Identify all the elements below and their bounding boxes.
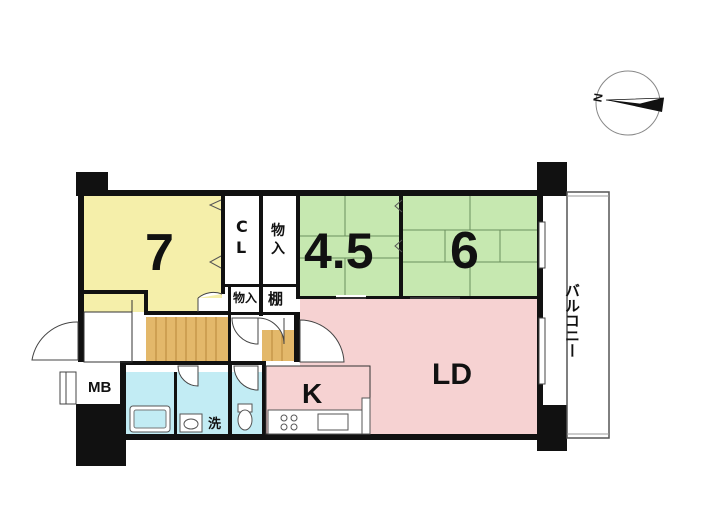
cl-label-c: C [236, 217, 248, 236]
room-6-label: 6 [450, 222, 479, 280]
storage-upper-label-1: 物 [271, 222, 285, 239]
bathtub [129, 405, 171, 433]
balcony [566, 191, 610, 439]
tatami-lines-4-5 [300, 194, 402, 297]
walls [76, 162, 567, 466]
entrance-floor [146, 317, 229, 361]
storage-lower-label: 物入 [233, 290, 257, 305]
room-4-5-label: 4.5 [304, 223, 374, 279]
ld-room-fill [266, 297, 540, 437]
compass: N [590, 70, 665, 136]
mb-label: MB [88, 379, 111, 396]
kitchen-counter [267, 397, 371, 435]
hall-floor [262, 330, 294, 361]
storage-upper-label-2: 入 [271, 241, 285, 257]
room-7-label: 7 [145, 224, 174, 282]
western-room-7-fill [82, 194, 222, 292]
japanese-room-4-5-fill [300, 194, 402, 297]
washroom-label: 洗 [208, 416, 221, 432]
tatami-lines-6 [402, 194, 540, 297]
washbasin [179, 413, 203, 433]
shelf-label: 棚 [268, 290, 283, 308]
ld-label: LD [432, 358, 472, 391]
kitchen-label: K [302, 378, 322, 409]
doors [31, 291, 345, 405]
folding-doors [208, 199, 460, 299]
compass-north-label: N [590, 92, 605, 103]
entrance-tile-lines [155, 317, 283, 361]
balcony-label: バルコニー [563, 283, 581, 358]
japanese-room-6-fill [402, 194, 540, 297]
toilet [237, 403, 253, 431]
cl-label-l: L [236, 238, 246, 257]
windows-right [538, 221, 546, 385]
